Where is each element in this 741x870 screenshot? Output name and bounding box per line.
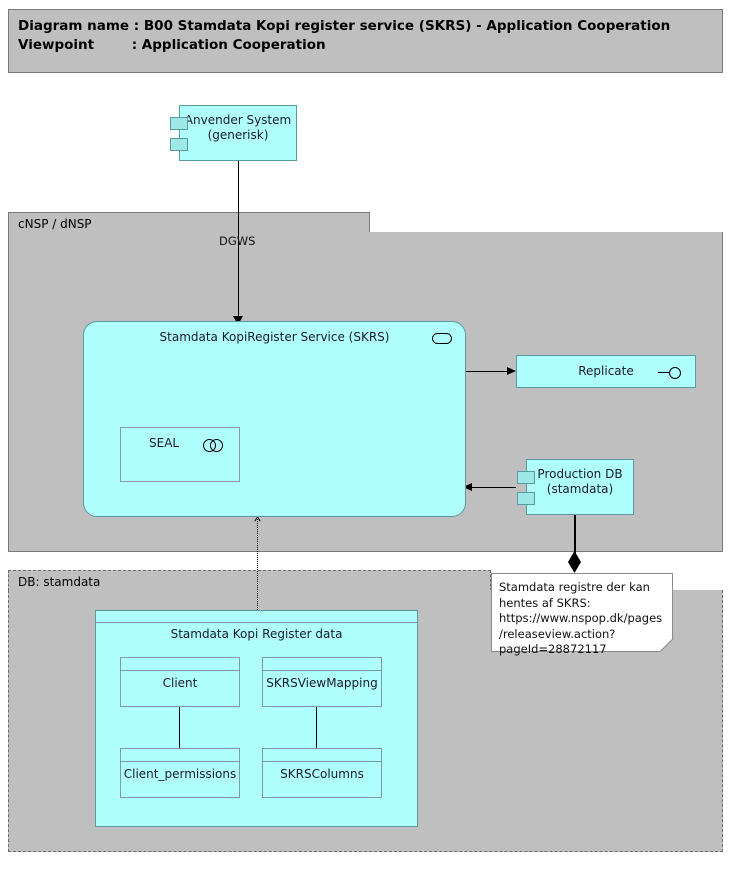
edge-skrs-to-replicate-line bbox=[466, 371, 512, 373]
uml-component-icon-tab-bottom bbox=[170, 138, 188, 151]
node-label-skrs-service: Stamdata KopiRegister Service (SKRS) bbox=[159, 330, 390, 344]
node-replicate[interactable]: Replicate bbox=[516, 355, 696, 388]
edge-anvender-to-skrs-line bbox=[238, 160, 240, 320]
node-label-anvender-system: Anvender System (generisk) bbox=[184, 113, 292, 142]
uml-component-icon-tab-top bbox=[517, 471, 535, 484]
entity-name: SKRSColumns bbox=[280, 767, 364, 781]
node-skrs-service[interactable]: Stamdata KopiRegister Service (SKRS) SEA… bbox=[83, 321, 466, 517]
node-production-db[interactable]: Production DB (stamdata) bbox=[517, 459, 634, 515]
application-collaboration-icon bbox=[203, 439, 225, 452]
group-label-nsp: cNSP / dNSP bbox=[18, 217, 92, 231]
note-fold-corner bbox=[659, 638, 673, 652]
edge-productiondb-to-skrs-arrowhead bbox=[463, 483, 472, 491]
group-tab-db-stamdata[interactable]: DB: stamdata bbox=[8, 570, 491, 591]
diagram-name-line: Diagram name : B00 Stamdata Kopi registe… bbox=[18, 18, 671, 34]
entity-header-strip bbox=[263, 749, 381, 762]
entity-client[interactable]: Client bbox=[120, 657, 240, 707]
entity-skrsviewmapping[interactable]: SKRSViewMapping bbox=[262, 657, 382, 707]
edge-skrsviewmapping-to-skrscolumns bbox=[316, 705, 318, 750]
diagram-title-header: Diagram name : B00 Stamdata Kopi registe… bbox=[8, 9, 723, 73]
node-anvender-system[interactable]: Anvender System (generisk) bbox=[170, 105, 297, 161]
entity-header-strip bbox=[121, 658, 239, 671]
edge-productiondb-to-skrs-line bbox=[468, 487, 516, 489]
edge-productiondb-to-note-diamond bbox=[568, 551, 581, 573]
viewpoint-line: Viewpoint : Application Cooperation bbox=[18, 37, 326, 53]
group-label-db-stamdata: DB: stamdata bbox=[18, 575, 101, 589]
entity-header-strip bbox=[263, 658, 381, 671]
node-label-skr-data: Stamdata Kopi Register data bbox=[170, 627, 343, 641]
node-skr-data-container[interactable]: Stamdata Kopi Register data Client SKRSV… bbox=[95, 610, 418, 827]
skr-data-header-strip bbox=[96, 611, 417, 623]
edge-label-dgws: DGWS bbox=[219, 234, 256, 248]
note-text: Stamdata registre der kan hentes af SKRS… bbox=[499, 580, 663, 656]
node-label-replicate: Replicate bbox=[578, 364, 634, 378]
edge-client-to-client-permissions bbox=[179, 705, 181, 750]
edge-productiondb-to-note-line bbox=[574, 515, 576, 560]
node-label-seal: SEAL bbox=[149, 436, 180, 450]
entity-name: Client bbox=[162, 676, 198, 690]
entity-client-permissions[interactable]: Client_permissions bbox=[120, 748, 240, 798]
node-seal[interactable]: SEAL bbox=[120, 427, 240, 482]
edge-skrdata-to-skrs-dotted-line bbox=[257, 516, 258, 616]
uml-component-icon-tab-bottom bbox=[517, 492, 535, 505]
group-tab-nsp[interactable]: cNSP / dNSP bbox=[8, 212, 370, 233]
entity-name: SKRSViewMapping bbox=[266, 676, 378, 690]
note-stamdata-registre[interactable]: Stamdata registre der kan hentes af SKRS… bbox=[491, 573, 674, 656]
entity-header-strip bbox=[121, 749, 239, 762]
interface-lollipop-icon bbox=[658, 367, 684, 379]
node-label-production-db: Production DB (stamdata) bbox=[537, 467, 623, 496]
edge-skrs-to-replicate-arrowhead bbox=[507, 367, 516, 375]
uml-component-icon-tab-top bbox=[170, 117, 188, 130]
edge-anvender-to-skrs-arrowhead bbox=[233, 316, 243, 325]
application-service-icon bbox=[432, 333, 452, 344]
entity-skrscolumns[interactable]: SKRSColumns bbox=[262, 748, 382, 798]
entity-name: Client_permissions bbox=[123, 767, 237, 781]
